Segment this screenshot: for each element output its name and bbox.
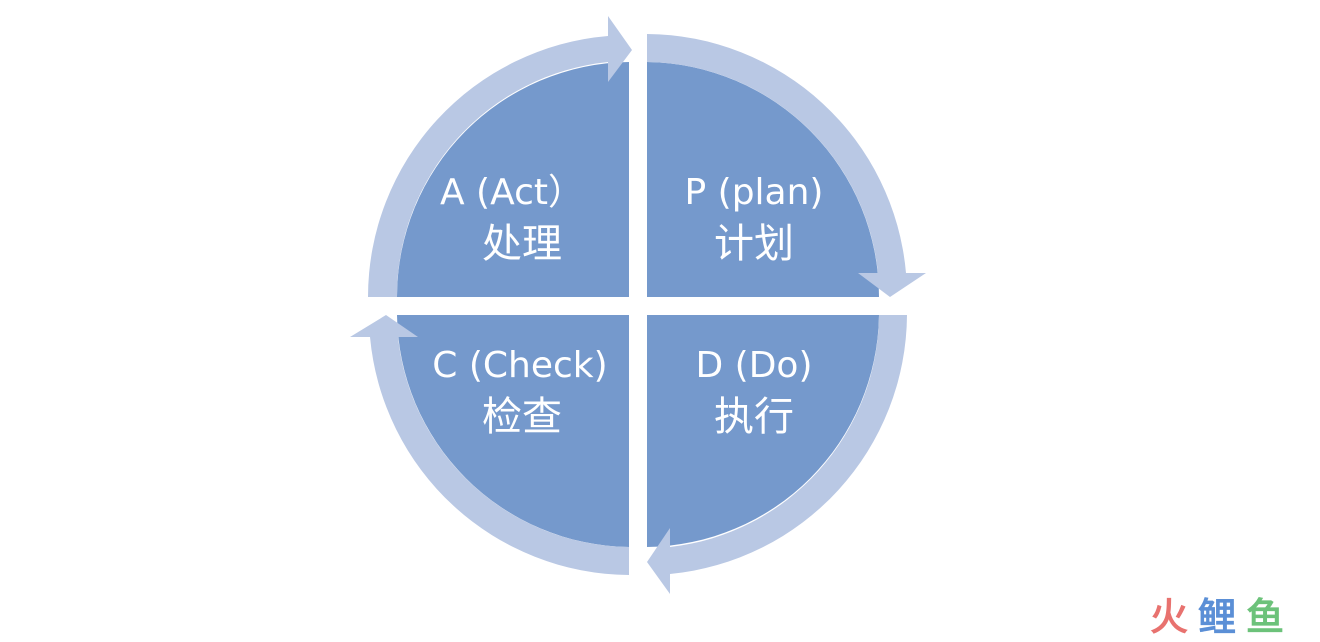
- quadrant-wedges: [397, 62, 880, 547]
- label-check-title: C (Check): [432, 345, 607, 386]
- label-plan-title: P (plan): [685, 172, 824, 213]
- arrow-plan-to-do: [647, 34, 926, 297]
- quadrant-check-wedge: [397, 315, 629, 547]
- label-do-subtitle: 执行: [714, 394, 794, 440]
- label-check-subtitle: 检查: [482, 394, 562, 440]
- cycle-arrows: [350, 16, 926, 594]
- watermark-logo: 火 鲤 鱼: [1150, 596, 1284, 636]
- label-act-subtitle: 处理: [482, 221, 562, 267]
- quadrant-do-wedge: [647, 315, 879, 547]
- arrow-check-to-act: [350, 315, 629, 575]
- watermark-char-3: 鱼: [1246, 596, 1284, 636]
- watermark-char-2: 鲤: [1198, 596, 1236, 636]
- quadrant-labels: A (Act） 处理 P (plan) 计划 C (Check) 检查 D (D…: [432, 172, 823, 440]
- watermark-char-1: 火: [1150, 596, 1188, 636]
- quadrant-act-wedge: [397, 62, 629, 297]
- quadrant-plan-wedge: [647, 62, 880, 297]
- label-plan-subtitle: 计划: [714, 221, 794, 267]
- label-do-title: D (Do): [696, 345, 813, 386]
- label-act-title: A (Act）: [440, 172, 584, 213]
- arrow-act-to-plan: [368, 16, 632, 297]
- arrow-do-to-check: [647, 315, 907, 594]
